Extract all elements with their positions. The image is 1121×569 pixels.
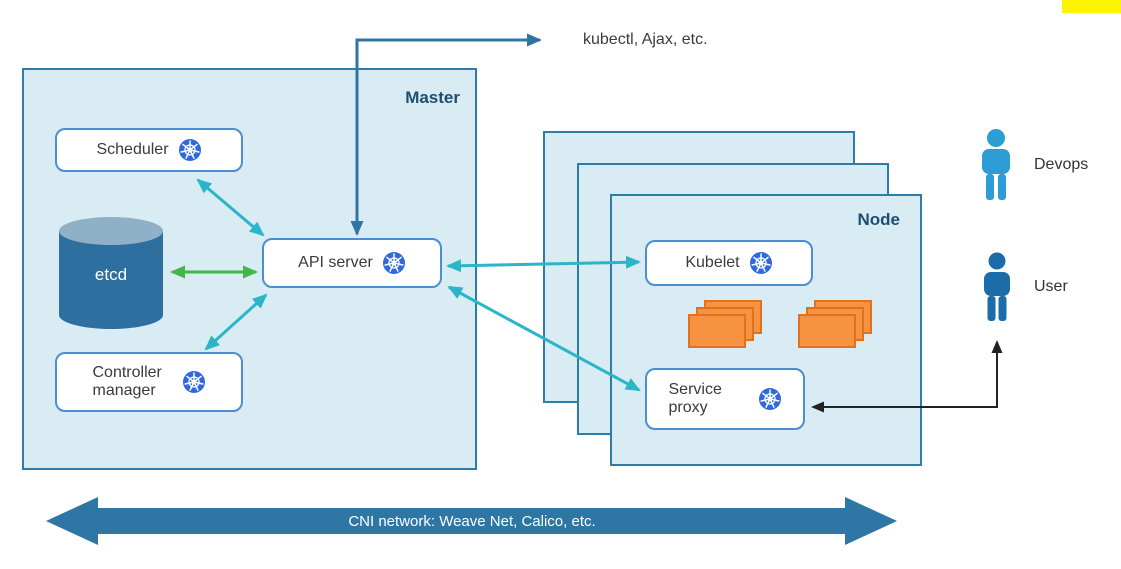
kubernetes-icon [178, 139, 201, 161]
user-person-icon [984, 252, 1010, 321]
cni-network-label: CNI network: Weave Net, Calico, etc. [348, 513, 596, 530]
controller-manager-label: Controller manager [92, 363, 162, 399]
api-server-box: API server [262, 238, 442, 288]
kubelet-label: Kubelet [685, 253, 740, 271]
kubernetes-icon [749, 252, 772, 274]
yellow-highlight-mark [1062, 0, 1121, 13]
scheduler-label: Scheduler [96, 140, 169, 158]
kubernetes-icon [382, 252, 405, 274]
etcd-cylinder [59, 217, 163, 329]
kubelet-box: Kubelet [645, 240, 813, 286]
master-label: Master [405, 88, 460, 107]
controller-manager-box: Controller manager [55, 352, 243, 412]
user-label: User [1034, 278, 1068, 295]
service-proxy-label: Service proxy [668, 380, 722, 416]
pod-container-stack-1 [688, 300, 780, 350]
container-icon [798, 314, 856, 348]
container-icon [688, 314, 746, 348]
kubernetes-icon [758, 388, 781, 410]
devops-label: Devops [1034, 156, 1089, 173]
kubernetes-icon [182, 371, 205, 393]
node-label: Node [857, 210, 901, 229]
api-server-label: API server [298, 253, 373, 271]
scheduler-box: Scheduler [55, 128, 243, 172]
devops-person-icon [982, 129, 1010, 200]
etcd-label: etcd [94, 265, 128, 284]
kubectl-clients-label: kubectl, Ajax, etc. [583, 31, 708, 48]
pod-container-stack-2 [798, 300, 890, 350]
service-proxy-box: Service proxy [645, 368, 805, 430]
